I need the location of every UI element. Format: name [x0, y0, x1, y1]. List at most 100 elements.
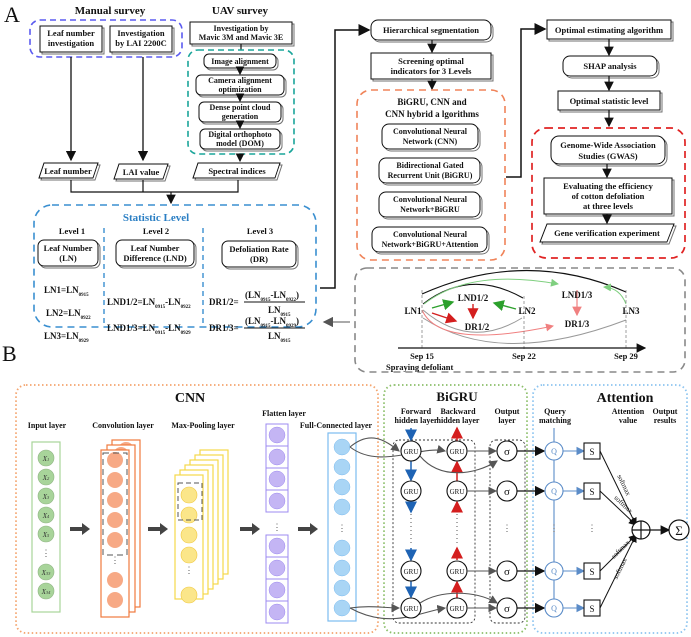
label: Network (CNN) — [403, 137, 458, 146]
gru-label: GRU — [450, 488, 465, 496]
cnn-title: CNN — [175, 391, 205, 406]
input-node-label: X33 — [41, 569, 52, 577]
fc-node — [333, 539, 351, 557]
pool-node — [180, 546, 198, 564]
attention-value-label: value — [619, 416, 638, 425]
sum-output-node: Σ — [668, 519, 690, 541]
flatten-node — [268, 559, 286, 577]
conv-node — [107, 572, 123, 588]
statistic-level-title: Statistic Level — [123, 212, 189, 224]
manual-survey-title: Manual survey — [75, 5, 146, 17]
pool-window — [177, 482, 203, 521]
sigma-label: σ — [504, 566, 510, 578]
label: LAI value — [123, 167, 160, 177]
score-node: S — [583, 482, 601, 500]
ln2-formula: LN2=LN0922 — [46, 308, 91, 321]
bigru-model-box: Bidirectional Gated Recurrent Unit (BiGR… — [378, 157, 481, 184]
conv-node — [107, 452, 123, 468]
ellipsis-icon: ⋮ — [503, 523, 512, 533]
label: at three levels — [583, 201, 634, 211]
attention-value-label: Attention — [612, 407, 645, 416]
label: Screening optimal — [398, 56, 464, 66]
fc-node — [333, 579, 351, 597]
timeline-tick-label: Sep 22 — [512, 351, 536, 361]
label: investigation — [48, 38, 95, 48]
label: Gene verification experiment — [554, 228, 660, 238]
sum-circle — [668, 519, 690, 541]
output-layer-label: Output — [495, 407, 520, 416]
flatten-layer: ⋮ — [265, 423, 289, 624]
timeline-node-ln1: LN1 — [404, 306, 422, 316]
gwas-box: Genome-Wide Association Studies (GWAS) — [550, 135, 666, 165]
gru-label: GRU — [450, 605, 465, 613]
score-label: S — [589, 604, 594, 614]
input-node-label: X4 — [42, 512, 50, 520]
label: Convolutional Neural — [393, 230, 468, 239]
label: Genome-Wide Association — [560, 140, 656, 150]
label: Bidirectional Gated — [396, 161, 464, 170]
conv-node — [107, 492, 123, 508]
svg-text:LN1=LN0915: LN1=LN0915 — [44, 285, 89, 298]
query-matching-label: Query — [544, 407, 566, 416]
label: Difference (LND) — [123, 253, 187, 263]
ellipsis-icon: ⋮ — [273, 522, 282, 532]
ellipsis-icon: ⋮ — [42, 548, 51, 558]
input-node-label: X1 — [42, 455, 50, 463]
backward-hidden-label: Backward — [440, 407, 476, 416]
output-results-label: results — [654, 416, 677, 425]
attention-region — [532, 384, 688, 634]
leaf-number-investigation-box: Leaf number investigation — [39, 25, 103, 53]
score-node: S — [583, 599, 601, 617]
svg-text:LN0915: LN0915 — [268, 331, 291, 344]
timeline-tick-label: Sep 15 — [410, 351, 434, 361]
fc-node — [333, 458, 351, 476]
label: Investigation by — [214, 24, 269, 33]
uav-survey-title: UAV survey — [212, 5, 269, 17]
conv-node — [107, 532, 123, 548]
label: Spectral indices — [208, 166, 266, 176]
level-3-label: Level 3 — [247, 226, 273, 236]
label: Defoliation Rate — [229, 244, 288, 254]
fc-node — [333, 599, 351, 617]
label: Leaf Number — [131, 243, 180, 253]
flatten-cell — [265, 556, 289, 580]
gru-unit: GRU — [400, 440, 422, 462]
label: generation — [222, 112, 259, 121]
optimal-level-box: Optimal statistic level — [557, 90, 661, 111]
dom-step: Digital orthophoto model (DOM) — [199, 128, 281, 150]
gru-unit: GRU — [446, 560, 468, 582]
output-sigma: σ — [496, 440, 518, 462]
label: of cotton defoliation — [572, 191, 645, 201]
input-node-label: X2 — [42, 474, 50, 482]
query-matching-label: matching — [539, 416, 571, 425]
label: Investigation — [117, 28, 165, 38]
fc-node — [333, 478, 351, 496]
label: model (DOM) — [216, 139, 264, 148]
forward-to-output-curve — [419, 455, 498, 474]
cnn-bigru-attention-model-box: Convolutional Neural Network+BiGRU+Atten… — [371, 226, 488, 253]
timeline-node-dr12: DR1/2 — [465, 322, 490, 332]
gru-label: GRU — [404, 448, 419, 456]
input-node-circle — [37, 506, 55, 524]
leaf-number-difference-box: Leaf Number Difference (LND) — [115, 239, 195, 267]
score-node: S — [583, 442, 601, 460]
flatten-cell — [265, 534, 289, 558]
label: DR1/3= — [209, 323, 239, 333]
evaluate-efficiency-box: Evaluating the efficiency of cotton defo… — [543, 177, 673, 215]
input-node: X33 — [37, 563, 55, 581]
label: Camera alignment — [208, 76, 272, 85]
flatten-cell — [265, 489, 289, 513]
fc-node — [333, 438, 351, 456]
fc-layer-label: Full-Connected layer — [300, 421, 373, 430]
flatten-cell — [265, 578, 289, 602]
input-node-circle — [37, 487, 55, 505]
input-node-label: X5 — [42, 531, 50, 539]
sigma-label: σ — [504, 486, 510, 498]
query-label: Q — [551, 447, 557, 456]
output-results-label: Output — [653, 407, 678, 416]
pooling-feature-map: ⋮ — [174, 474, 204, 604]
flatten-node — [268, 426, 286, 444]
sigma-label: σ — [504, 603, 510, 615]
input-node: X4 — [37, 506, 55, 524]
